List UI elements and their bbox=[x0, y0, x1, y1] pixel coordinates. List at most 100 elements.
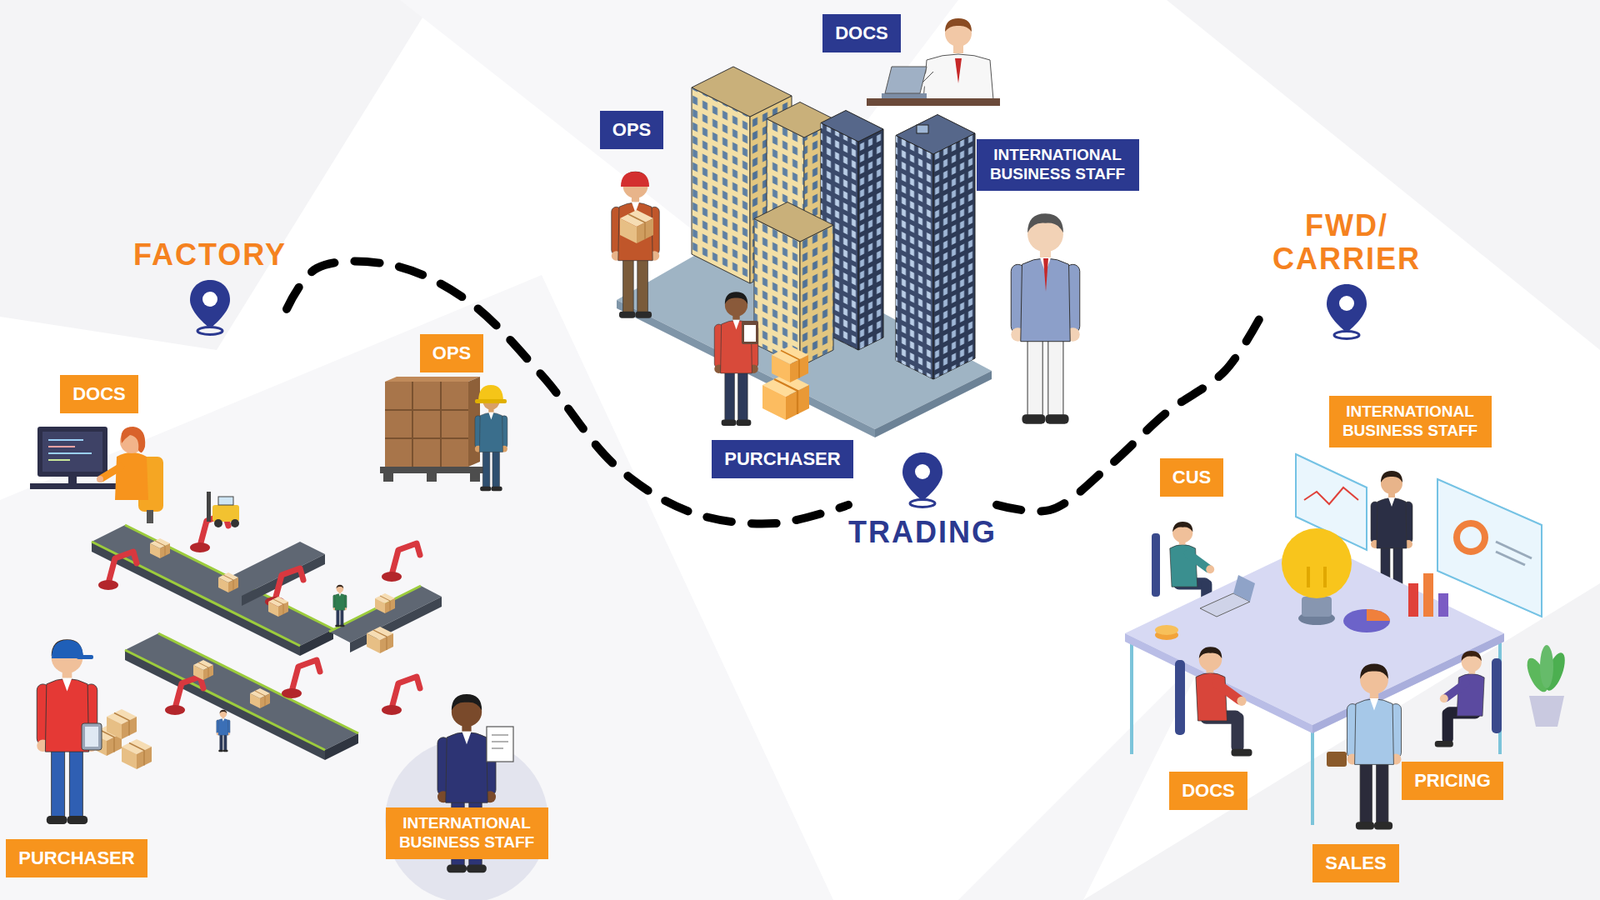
meeting-scene-illustration bbox=[1175, 660, 1185, 735]
pallet-worker-illustration bbox=[380, 376, 508, 491]
purchaser-illustration bbox=[744, 325, 756, 342]
meeting-scene-illustration bbox=[1130, 640, 1134, 755]
role-tag: DOCS bbox=[822, 14, 901, 54]
docs-worker-illustration bbox=[945, 18, 972, 32]
production-line-illustration bbox=[375, 593, 395, 614]
production-line-illustration bbox=[281, 688, 302, 699]
docs-worker-illustration bbox=[120, 426, 145, 453]
production-line-illustration bbox=[158, 633, 359, 734]
business-staff-illustration bbox=[491, 734, 509, 736]
office-buildings-illustration bbox=[754, 202, 834, 243]
production-line-illustration bbox=[214, 519, 223, 528]
role-tag: INTERNATIONAL BUSINESS STAFF bbox=[976, 139, 1140, 191]
production-line-illustration bbox=[391, 543, 420, 575]
meeting-scene-illustration bbox=[1366, 609, 1390, 621]
production-line-illustration bbox=[333, 585, 348, 627]
pallet-worker-illustration bbox=[385, 381, 469, 467]
role-tag: OPS bbox=[600, 110, 664, 150]
pallet-worker-illustration bbox=[385, 381, 469, 467]
docs-worker-illustration bbox=[48, 439, 84, 441]
meeting-scene-illustration bbox=[1304, 487, 1359, 505]
meeting-scene-illustration bbox=[1125, 454, 1570, 830]
role-label: OPS bbox=[612, 118, 651, 143]
office-buildings-illustration bbox=[754, 219, 800, 368]
office-buildings-illustration bbox=[754, 219, 800, 368]
location-pin bbox=[1326, 284, 1367, 340]
docs-worker-illustration bbox=[115, 452, 149, 500]
docs-worker-illustration bbox=[96, 475, 104, 483]
meeting-scene-illustration bbox=[1195, 646, 1253, 756]
role-label: INTERNATIONAL BUSINESS STAFF bbox=[985, 145, 1131, 185]
production-line-illustration bbox=[190, 542, 210, 553]
meeting-scene-illustration bbox=[1529, 695, 1565, 727]
business-staff-illustration bbox=[385, 694, 549, 900]
role-label: INTERNATIONAL BUSINESS STAFF bbox=[1337, 402, 1484, 441]
docs-worker-illustration bbox=[146, 510, 154, 524]
meeting-scene-illustration bbox=[1437, 479, 1542, 617]
docs-worker-illustration bbox=[955, 58, 962, 84]
pallet-worker-illustration bbox=[385, 409, 469, 411]
purchaser-illustration bbox=[714, 291, 759, 426]
location-title: FACTORY bbox=[133, 238, 287, 272]
role-label: PURCHASER bbox=[18, 846, 135, 871]
pallet-worker-illustration bbox=[475, 399, 507, 404]
production-line-illustration bbox=[241, 554, 325, 606]
meeting-scene-illustration bbox=[1301, 596, 1332, 617]
pallet-worker-illustration bbox=[380, 466, 484, 474]
role-tag: INTERNATIONAL BUSINESS STAFF bbox=[1329, 395, 1492, 448]
production-line-illustration bbox=[121, 739, 152, 770]
pallet-worker-illustration bbox=[385, 376, 480, 382]
production-line-illustration bbox=[175, 676, 204, 709]
production-line-illustration bbox=[108, 551, 137, 584]
production-line-illustration bbox=[216, 710, 231, 752]
background-shapes bbox=[0, 0, 434, 350]
production-line-illustration bbox=[381, 705, 402, 715]
production-line-illustration bbox=[193, 660, 214, 680]
production-line-illustration bbox=[275, 568, 304, 600]
office-buildings-illustration bbox=[691, 66, 792, 117]
pallet-worker-illustration bbox=[440, 381, 442, 467]
meeting-scene-illustration bbox=[1438, 593, 1449, 617]
location-title: TRADING bbox=[848, 515, 997, 550]
production-line-illustration bbox=[350, 596, 442, 653]
production-line-illustration bbox=[206, 491, 211, 522]
pallet-worker-illustration bbox=[385, 437, 469, 440]
production-line-illustration bbox=[291, 660, 320, 692]
location-pin bbox=[186, 278, 234, 337]
meeting-scene-illustration bbox=[1343, 609, 1390, 633]
role-label: DOCS bbox=[72, 382, 126, 407]
production-line-illustration bbox=[125, 525, 334, 630]
docs-worker-illustration bbox=[30, 426, 164, 524]
production-line-illustration bbox=[91, 525, 334, 646]
production-line-illustration bbox=[106, 709, 137, 740]
production-line-illustration bbox=[165, 705, 185, 715]
office-buildings-illustration bbox=[916, 125, 929, 134]
business-staff-illustration bbox=[486, 726, 514, 762]
office-buildings-illustration bbox=[800, 225, 834, 367]
office-buildings-illustration bbox=[691, 87, 750, 284]
business-staff-illustration bbox=[491, 740, 509, 743]
role-tag: PRICING bbox=[1401, 761, 1504, 801]
role-tag: INTERNATIONAL BUSINESS STAFF bbox=[385, 807, 549, 860]
office-buildings-illustration bbox=[933, 133, 975, 380]
docs-worker-illustration bbox=[866, 98, 1000, 106]
production-line-illustration bbox=[366, 626, 394, 654]
office-buildings-illustration bbox=[858, 129, 884, 350]
location-marker: FWD/ CARRIER bbox=[1263, 209, 1430, 340]
location-pin bbox=[1323, 282, 1370, 341]
purchaser-illustration bbox=[714, 291, 810, 426]
ops-worker-illustration bbox=[611, 171, 660, 319]
business-staff-illustration bbox=[491, 747, 504, 750]
location-pin bbox=[902, 452, 943, 508]
production-line-illustration bbox=[218, 572, 239, 593]
production-line-illustration bbox=[391, 676, 420, 709]
office-buildings-illustration bbox=[858, 129, 884, 350]
meeting-scene-illustration bbox=[1435, 650, 1485, 748]
pallet-worker-illustration bbox=[475, 391, 508, 491]
role-label: INTERNATIONAL BUSINESS STAFF bbox=[394, 814, 540, 853]
location-marker: TRADING bbox=[848, 450, 997, 550]
meeting-scene-illustration bbox=[1491, 658, 1502, 734]
